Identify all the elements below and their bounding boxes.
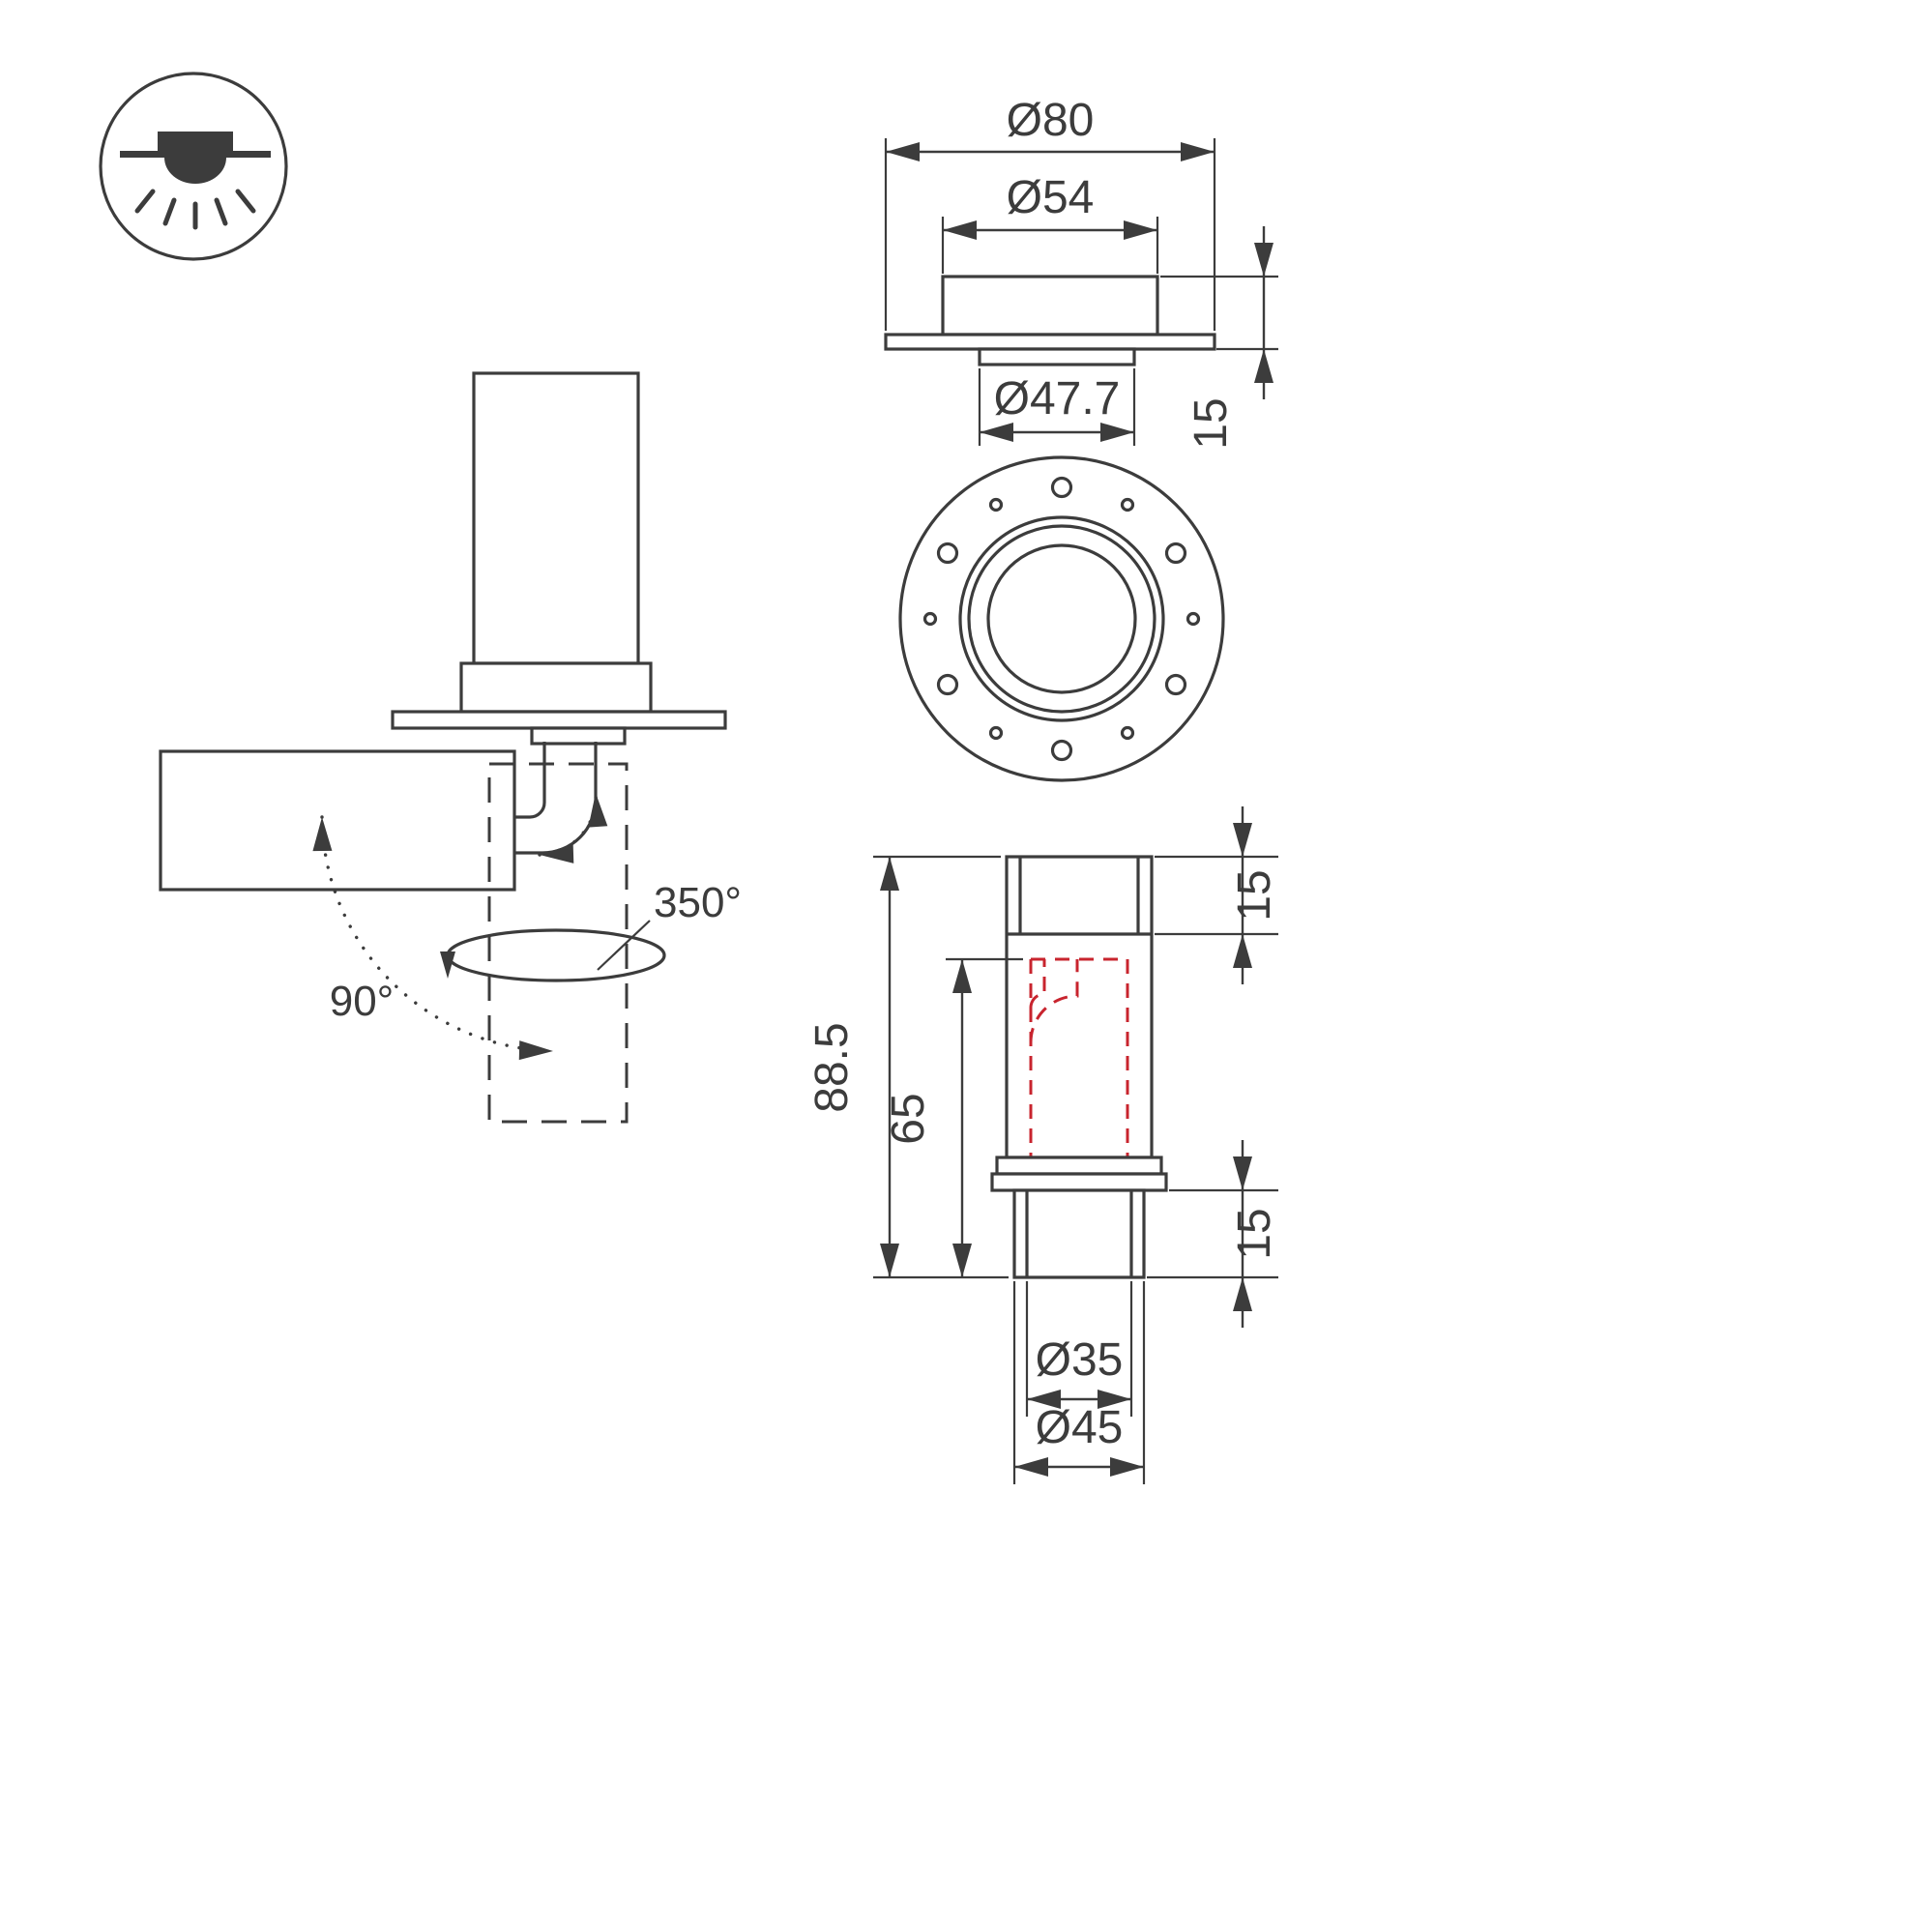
lamp-head-tilted bbox=[159, 749, 516, 892]
dim-cutout-diameter: Ø47.7 bbox=[978, 368, 1136, 446]
dim-flange-diameter-label: Ø80 bbox=[1007, 95, 1095, 146]
tilt-90-arrow-arc bbox=[312, 815, 555, 1061]
dim-flange-height-label: 15 bbox=[1186, 397, 1237, 449]
bottom-plan-view bbox=[898, 455, 1225, 782]
dim-body-diameter-label: Ø54 bbox=[1007, 172, 1095, 223]
dim-flange-diameter: Ø80 bbox=[884, 95, 1216, 331]
flange-outer-circle bbox=[898, 455, 1225, 782]
icon-fixture-housing bbox=[158, 132, 233, 151]
pivot-neck bbox=[530, 726, 627, 746]
rotation-angle-label: 350° bbox=[654, 879, 742, 926]
icon-ceiling-line bbox=[120, 151, 271, 158]
trim-ring-lower bbox=[990, 1172, 1168, 1192]
dim-cutout-diameter-label: Ø47.7 bbox=[994, 373, 1121, 424]
dim-bottom-height: 15 bbox=[1147, 1140, 1280, 1328]
lamp-body-cylinder bbox=[472, 371, 640, 665]
elbow-inner-wall bbox=[515, 742, 546, 819]
elbow-outer-wall bbox=[515, 742, 598, 855]
tilt-angle-label: 90° bbox=[330, 978, 395, 1025]
front-elevation-view: Ø80 Ø54 Ø47.7 15 bbox=[884, 95, 1278, 450]
side-section-view: 88.5 65 15 15 bbox=[806, 806, 1280, 1484]
dim-module-height-label: 65 bbox=[883, 1093, 934, 1144]
dim-inner-diameter-label: Ø35 bbox=[1036, 1334, 1124, 1386]
front-flange-plate bbox=[884, 333, 1216, 351]
trim-ring-upper bbox=[995, 1156, 1163, 1176]
mounting-plate bbox=[391, 710, 727, 730]
lens-circle bbox=[986, 543, 1137, 694]
dim-top-height: 15 bbox=[1155, 806, 1280, 984]
bezel-inner-circle bbox=[967, 524, 1156, 714]
front-cutout-collar bbox=[978, 347, 1136, 366]
dim-tube-diameter: Ø45 bbox=[1012, 1281, 1146, 1484]
rotation-view: 90° 350° bbox=[159, 371, 742, 1124]
recessed-mount-icon bbox=[99, 72, 288, 261]
dim-bottom-height-label: 15 bbox=[1229, 1208, 1280, 1259]
dim-inner-diameter: Ø35 bbox=[1025, 1281, 1133, 1417]
front-body bbox=[941, 275, 1159, 337]
mounting-holes bbox=[922, 476, 1201, 762]
bezel-outer-circle bbox=[958, 515, 1165, 722]
dim-total-height: 88.5 bbox=[806, 855, 1009, 1279]
dim-tube-diameter-label: Ø45 bbox=[1036, 1402, 1124, 1453]
dim-flange-height: 15 bbox=[1160, 226, 1278, 450]
lower-tube bbox=[1012, 1188, 1146, 1279]
rotation-arrowhead bbox=[440, 951, 455, 979]
section-body bbox=[1005, 855, 1154, 1159]
lamp-collar bbox=[459, 661, 653, 714]
dim-module-height: 65 bbox=[883, 957, 1023, 1277]
internal-swivel-module bbox=[1029, 957, 1129, 1157]
icon-circle bbox=[99, 72, 288, 261]
dim-total-height-label: 88.5 bbox=[806, 1022, 858, 1112]
icon-lamp-dome bbox=[164, 158, 226, 184]
dim-top-height-label: 15 bbox=[1229, 869, 1280, 921]
dim-body-diameter: Ø54 bbox=[941, 172, 1159, 274]
rotation-leader-line bbox=[597, 920, 651, 971]
icon-light-rays bbox=[134, 189, 256, 230]
